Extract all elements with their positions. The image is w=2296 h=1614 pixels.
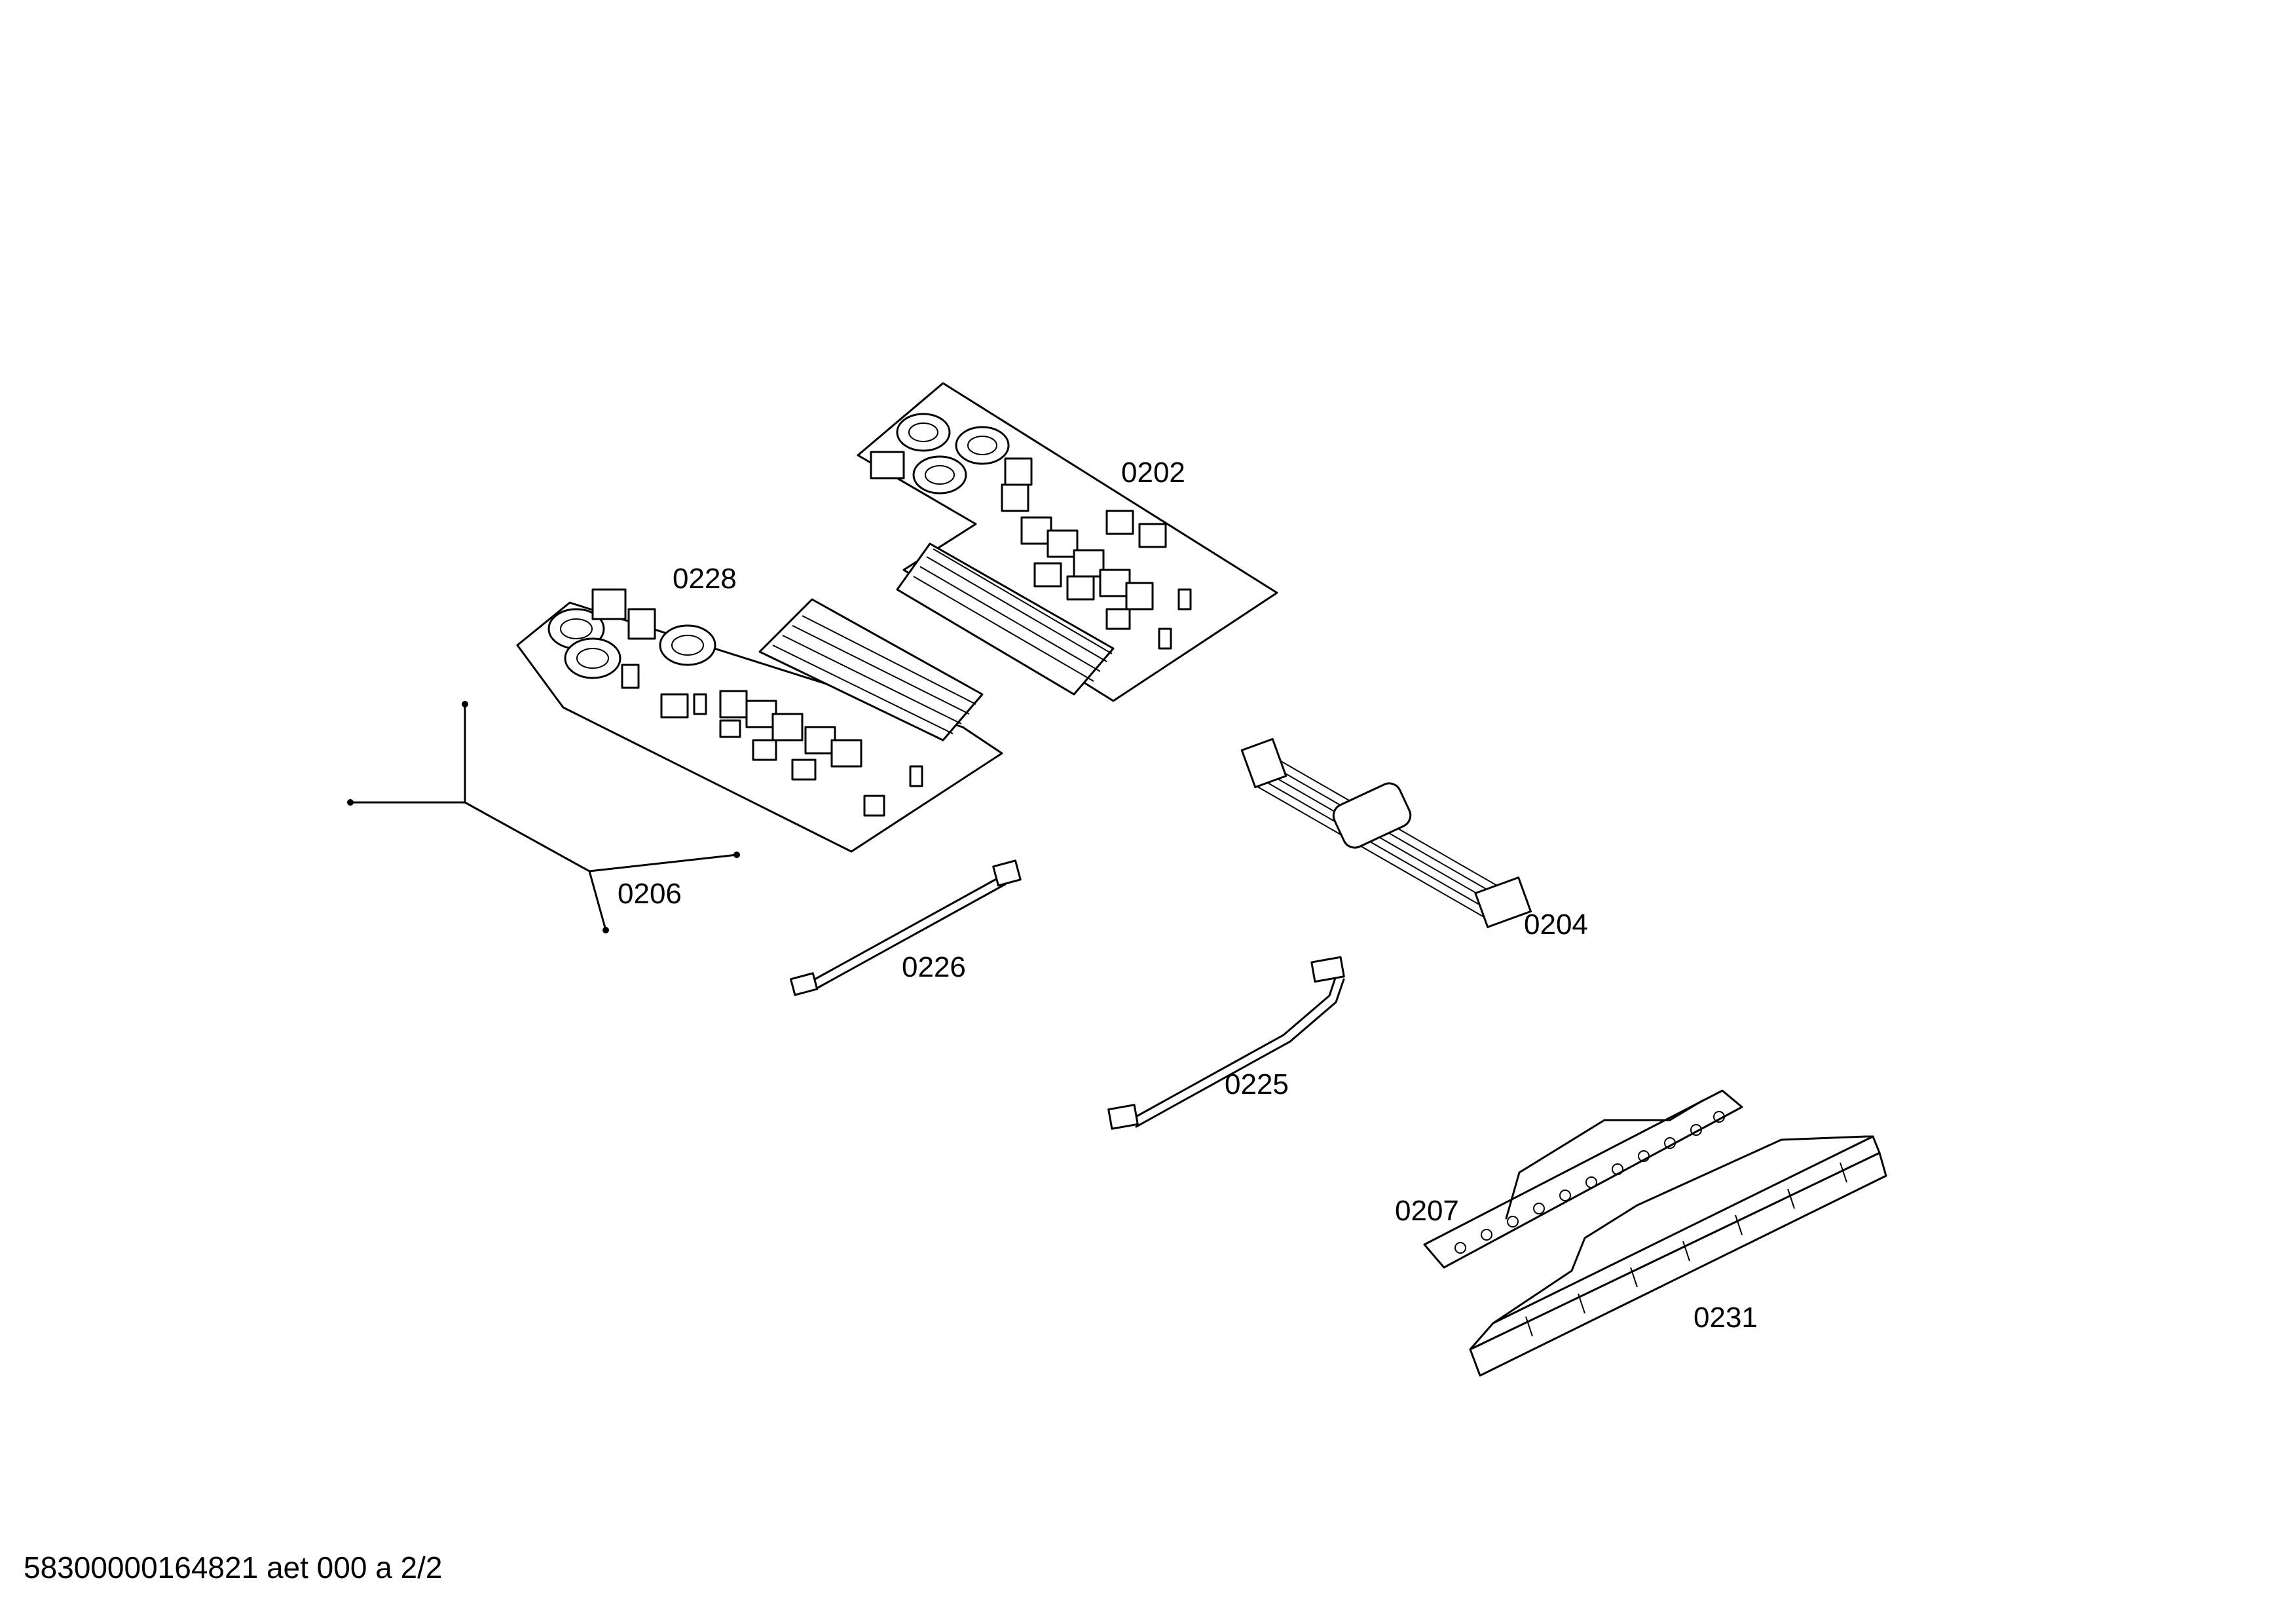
drawing-reference-footer: 58300000164821 aet 000 a 2/2 — [24, 1550, 443, 1585]
label-0202: 0202 — [1121, 457, 1185, 489]
power-board-0228 — [516, 588, 1003, 853]
earth-wire-0206 — [347, 701, 740, 933]
label-0207: 0207 — [1395, 1195, 1459, 1227]
label-0204: 0204 — [1524, 909, 1588, 941]
label-0206: 0206 — [618, 878, 682, 910]
cable-0225 — [1107, 956, 1345, 1130]
frame-0231 — [1469, 1135, 1887, 1377]
ribbon-cable-0204 — [1240, 738, 1532, 928]
control-board-0207 — [1423, 1089, 1743, 1269]
label-0228: 0228 — [673, 563, 737, 595]
label-0225: 0225 — [1225, 1068, 1289, 1100]
cable-0226 — [789, 859, 1022, 996]
power-board-0202 — [857, 382, 1278, 702]
label-0226: 0226 — [902, 951, 966, 983]
label-0231: 0231 — [1694, 1302, 1758, 1334]
